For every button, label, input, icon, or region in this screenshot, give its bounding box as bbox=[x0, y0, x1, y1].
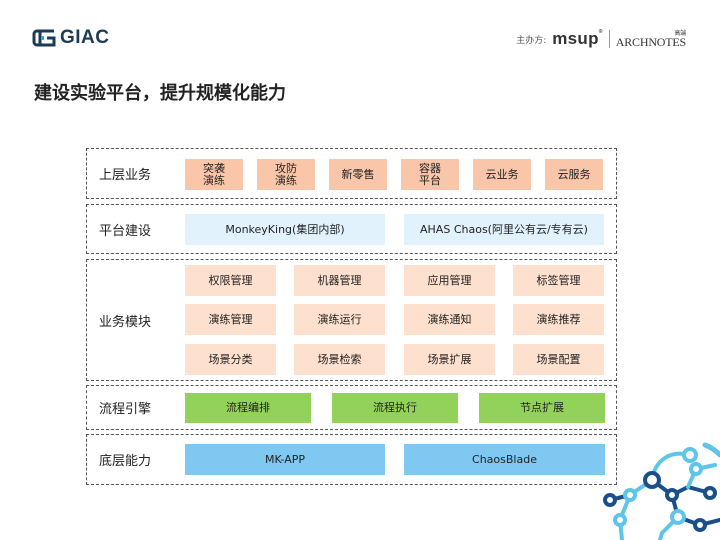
layer-platform: 平台建设 MonkeyKing(集团内部) AHAS Chaos(阿里公有云/专… bbox=[86, 204, 617, 254]
base-item: ChaosBlade bbox=[404, 444, 605, 475]
module-item: 权限管理 bbox=[185, 265, 276, 296]
host-label: 主办方: bbox=[516, 35, 547, 46]
upper-business-item: 突袭 演练 bbox=[185, 159, 243, 190]
archnotes-logo-text: ARCHNOTES bbox=[615, 35, 686, 49]
upper-business-item: 云业务 bbox=[473, 159, 531, 190]
layer-base-capability: 底层能力 MK-APP ChaosBlade bbox=[86, 434, 617, 485]
upper-business-item: 攻防 演练 bbox=[257, 159, 315, 190]
engine-item: 流程执行 bbox=[332, 393, 458, 423]
module-item: 机器管理 bbox=[294, 265, 385, 296]
layer-label: 业务模块 bbox=[99, 314, 152, 330]
giac-logo-mark-icon bbox=[32, 28, 58, 48]
host-divider bbox=[608, 30, 610, 48]
msup-registered-mark: ® bbox=[598, 29, 603, 35]
base-item: MK-APP bbox=[185, 444, 385, 475]
layer-label: 上层业务 bbox=[99, 168, 152, 183]
layer-process-engine: 流程引擎 流程编排 流程执行 节点扩展 bbox=[86, 385, 617, 430]
archnotes-small-text: 高端 bbox=[674, 31, 686, 37]
upper-business-item: 新零售 bbox=[329, 159, 387, 190]
msup-logo-text: msup bbox=[552, 29, 599, 48]
module-item: 演练通知 bbox=[404, 304, 495, 335]
platform-item: MonkeyKing(集团内部) bbox=[185, 214, 385, 245]
layer-upper-business: 上层业务 突袭 演练 攻防 演练 新零售 容器 平台 云业务 云服务 bbox=[86, 148, 617, 199]
platform-item: AHAS Chaos(阿里公有云/专有云) bbox=[404, 214, 604, 245]
module-item: 应用管理 bbox=[404, 265, 495, 296]
layer-label: 底层能力 bbox=[99, 454, 152, 469]
engine-item: 节点扩展 bbox=[479, 393, 605, 423]
layer-business-modules: 业务模块 权限管理 机器管理 应用管理 标签管理 演练管理 演练运行 演练通知 … bbox=[86, 259, 617, 381]
upper-business-item: 云服务 bbox=[545, 159, 603, 190]
giac-logo: GIAC bbox=[32, 28, 110, 48]
page-title: 建设实验平台，提升规模化能力 bbox=[34, 83, 286, 104]
module-item: 演练推荐 bbox=[513, 304, 604, 335]
module-item: 场景扩展 bbox=[404, 344, 495, 375]
layer-label: 流程引擎 bbox=[99, 402, 152, 417]
module-item: 标签管理 bbox=[513, 265, 604, 296]
module-item: 演练管理 bbox=[185, 304, 276, 335]
msup-logo: msup® bbox=[552, 29, 603, 49]
host-organizers: 主办方: msup® 高端 ARCHNOTES bbox=[516, 28, 686, 50]
decorative-circuit-graphic bbox=[600, 425, 720, 540]
module-item: 场景检索 bbox=[294, 344, 385, 375]
archnotes-logo: 高端 ARCHNOTES bbox=[616, 30, 686, 48]
module-item: 场景配置 bbox=[513, 344, 604, 375]
logo-text: GIAC bbox=[60, 27, 110, 48]
layer-label: 平台建设 bbox=[99, 223, 152, 239]
upper-business-item: 容器 平台 bbox=[401, 159, 459, 190]
engine-item: 流程编排 bbox=[185, 393, 311, 423]
module-item: 演练运行 bbox=[294, 304, 385, 335]
module-item: 场景分类 bbox=[185, 344, 276, 375]
